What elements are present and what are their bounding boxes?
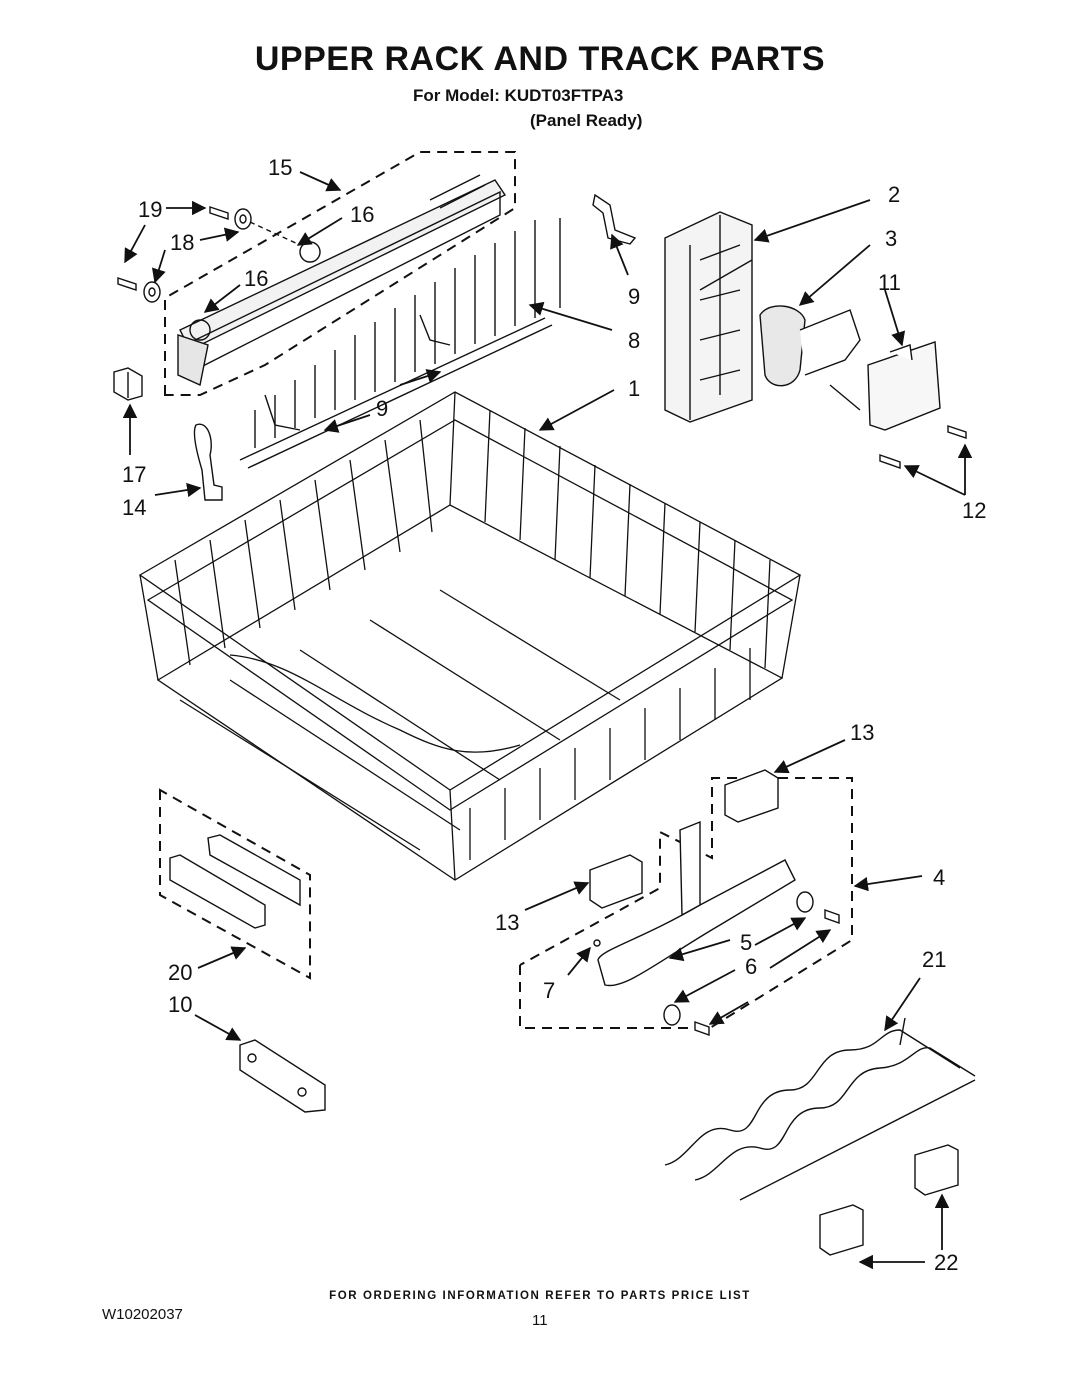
callout-19: 19 (138, 197, 162, 222)
page-title: UPPER RACK AND TRACK PARTS (254, 40, 826, 78)
track-clip-part (239, 1039, 326, 1113)
page-number: 11 (532, 1312, 548, 1329)
callout-11: 11 (878, 270, 901, 295)
callout-13-lower: 13 (495, 910, 519, 935)
ordering-note: FOR ORDERING INFORMATION REFER TO PARTS … (329, 1290, 751, 1302)
rack-clip-parts (819, 1144, 959, 1256)
callout-16-lower: 16 (244, 266, 268, 291)
callout-10: 10 (168, 992, 192, 1017)
callout-7: 7 (543, 978, 555, 1003)
callout-1: 1 (628, 376, 640, 401)
track-assembly-group (164, 151, 516, 396)
document-number: W10202037 (102, 1306, 183, 1323)
tine-row-part (239, 218, 561, 469)
callout-13-upper: 13 (850, 720, 874, 745)
callout-12: 12 (962, 498, 986, 523)
callout-3: 3 (885, 226, 897, 251)
model-number: For Model: KUDT03FTPA3 (413, 86, 624, 105)
rail-track-part (177, 174, 507, 387)
bumper-and-clip-parts (113, 367, 223, 501)
callout-5: 5 (740, 930, 752, 955)
leader-arrows (122, 171, 973, 1270)
callout-22: 22 (934, 1250, 958, 1275)
callout-18: 18 (170, 230, 194, 255)
callout-6: 6 (745, 954, 757, 979)
callout-9-lower: 9 (376, 396, 388, 421)
callout-16-upper: 16 (350, 202, 374, 227)
callout-20: 20 (168, 960, 192, 985)
callout-numbers: 15 19 16 18 16 2 3 11 9 8 1 9 17 14 12 1… (122, 155, 986, 1275)
rack-stop-group (159, 788, 311, 980)
rack-positioner-group (519, 769, 853, 1036)
rack-adjuster-assembly (592, 193, 967, 469)
callout-8: 8 (628, 328, 640, 353)
callout-17: 17 (122, 462, 146, 487)
callout-4: 4 (933, 865, 945, 890)
wire-tine-part (664, 1017, 976, 1201)
callout-14: 14 (122, 495, 146, 520)
model-variant: (Panel Ready) (530, 111, 643, 130)
callout-9-upper: 9 (628, 284, 640, 309)
callout-15: 15 (268, 155, 292, 180)
wheel-and-screw-parts (117, 206, 301, 303)
upper-rack-part (138, 391, 802, 881)
callout-21: 21 (922, 947, 946, 972)
callout-2: 2 (888, 182, 900, 207)
